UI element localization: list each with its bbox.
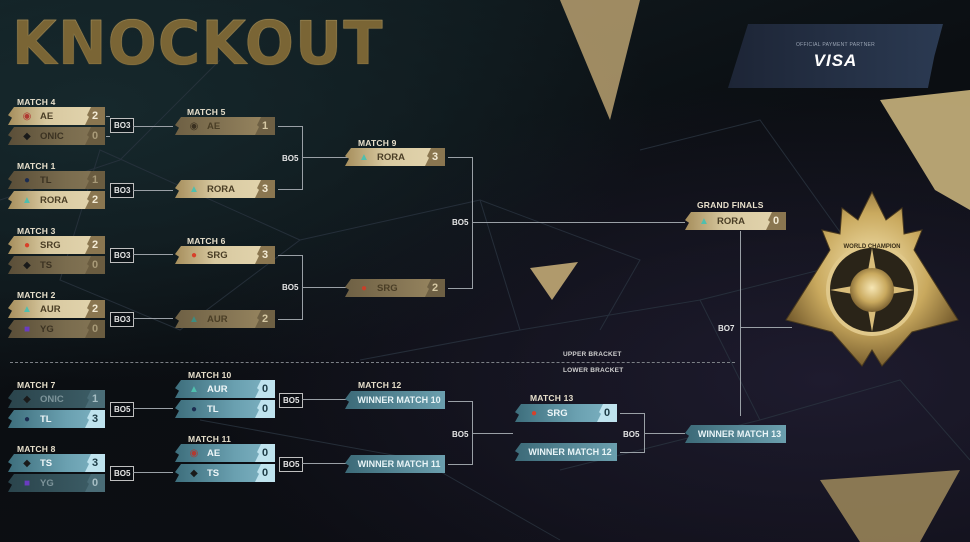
team-slot[interactable]: ◉ AE 2 xyxy=(8,107,105,125)
team-slot[interactable]: ◆ TS 0 xyxy=(175,464,275,482)
team-slot[interactable]: ▲ AUR 2 xyxy=(175,310,275,328)
team-logo-icon: ● xyxy=(190,249,198,261)
team-slot[interactable]: ◆ ONIC 0 xyxy=(8,127,105,145)
match-label: MATCH 4 xyxy=(17,97,56,107)
team-logo-icon: ● xyxy=(23,413,31,425)
team-logo-icon: ◆ xyxy=(23,130,31,142)
series-format-label: BO5 xyxy=(452,430,469,439)
team-slot-tbd[interactable]: WINNER MATCH 12 xyxy=(515,443,617,461)
team-logo-icon: ◆ xyxy=(23,259,31,271)
series-format-label: BO3 xyxy=(110,118,135,133)
page-title: KNOCKOUT xyxy=(12,7,384,79)
team-slot[interactable]: ● SRG 3 xyxy=(175,246,275,264)
team-slot[interactable]: ◆ TS 0 xyxy=(8,256,105,274)
series-format-label: BO3 xyxy=(110,312,135,327)
team-slot-tbd[interactable]: WINNER MATCH 10 xyxy=(345,391,445,409)
team-logo-icon: ▲ xyxy=(699,215,709,227)
team-logo-icon: ● xyxy=(190,403,198,415)
team-logo-icon: ◆ xyxy=(23,393,31,405)
team-logo-icon: ◉ xyxy=(189,120,199,132)
team-logo-icon: ● xyxy=(530,407,538,419)
match-label: MATCH 10 xyxy=(188,370,232,380)
team-slot[interactable]: ● SRG 2 xyxy=(345,279,445,297)
team-logo-icon: ▲ xyxy=(22,194,32,206)
series-format-label: BO5 xyxy=(110,402,135,417)
series-format-label: BO5 xyxy=(623,430,640,439)
match-label: MATCH 11 xyxy=(188,434,232,444)
team-logo-icon: ◉ xyxy=(189,447,199,459)
svg-text:WORLD CHAMPION: WORLD CHAMPION xyxy=(844,244,901,250)
match-label: MATCH 7 xyxy=(17,380,56,390)
team-logo-icon: ▲ xyxy=(189,383,199,395)
team-logo-icon: ▲ xyxy=(189,183,199,195)
match-label: MATCH 1 xyxy=(17,161,56,171)
team-slot[interactable]: ▲ RORA 2 xyxy=(8,191,105,209)
series-format-label: BO5 xyxy=(279,457,304,472)
trophy-icon: WORLD CHAMPION xyxy=(785,190,959,367)
series-format-label: BO5 xyxy=(279,393,304,408)
match-label: MATCH 12 xyxy=(358,380,402,390)
team-slot[interactable]: ● SRG 2 xyxy=(8,236,105,254)
team-slot[interactable]: ● TL 1 xyxy=(8,171,105,189)
team-slot[interactable]: ▲ AUR 2 xyxy=(8,300,105,318)
match-label: MATCH 13 xyxy=(530,393,574,403)
team-slot[interactable]: ▲ RORA 0 xyxy=(685,212,786,230)
team-logo-icon: ▲ xyxy=(189,313,199,325)
team-logo-icon: ▲ xyxy=(22,303,32,315)
team-logo-icon: ● xyxy=(360,282,368,294)
team-slot[interactable]: ● SRG 0 xyxy=(515,404,617,422)
team-slot[interactable]: ● TL 3 xyxy=(8,410,105,428)
match-label: GRAND FINALS xyxy=(697,200,764,210)
sponsor-logo: VISA xyxy=(813,50,858,70)
match-label: MATCH 5 xyxy=(187,107,226,117)
team-slot[interactable]: ◆ TS 3 xyxy=(8,454,105,472)
team-slot[interactable]: ◉ AE 1 xyxy=(175,117,275,135)
series-format-label: BO3 xyxy=(110,248,135,263)
team-slot[interactable]: ■ YG 0 xyxy=(8,320,105,338)
team-logo-icon: ▲ xyxy=(359,151,369,163)
match-label: MATCH 8 xyxy=(17,444,56,454)
series-format-label: BO3 xyxy=(110,183,135,198)
series-format-label: BO5 xyxy=(282,283,299,292)
upper-bracket-label: UPPER BRACKET xyxy=(563,351,622,358)
series-format-label: BO7 xyxy=(718,324,735,333)
team-slot[interactable]: ▲ AUR 0 xyxy=(175,380,275,398)
series-format-label: BO5 xyxy=(282,154,299,163)
team-slot-tbd[interactable]: WINNER MATCH 13 xyxy=(685,425,786,443)
match-label: MATCH 9 xyxy=(358,138,397,148)
match-label: MATCH 6 xyxy=(187,236,226,246)
team-slot[interactable]: ● TL 0 xyxy=(175,400,275,418)
series-format-label: BO5 xyxy=(452,218,469,227)
match-label: MATCH 3 xyxy=(17,226,56,236)
team-logo-icon: ■ xyxy=(23,323,31,335)
sponsor-subtitle: OFFICIAL PAYMENT PARTNER xyxy=(795,41,876,48)
team-logo-icon: ■ xyxy=(23,477,31,489)
lower-bracket-label: LOWER BRACKET xyxy=(563,367,624,374)
sponsor-banner[interactable]: OFFICIAL PAYMENT PARTNER VISA xyxy=(728,24,943,88)
team-slot[interactable]: ◆ ONIC 1 xyxy=(8,390,105,408)
bracket-divider xyxy=(10,362,735,363)
team-logo-icon: ◆ xyxy=(190,467,198,479)
team-slot[interactable]: ◉ AE 0 xyxy=(175,444,275,462)
team-slot[interactable]: ■ YG 0 xyxy=(8,474,105,492)
team-slot[interactable]: ▲ RORA 3 xyxy=(175,180,275,198)
team-logo-icon: ◆ xyxy=(23,457,31,469)
team-logo-icon: ● xyxy=(23,174,31,186)
team-slot-tbd[interactable]: WINNER MATCH 11 xyxy=(345,455,445,473)
team-logo-icon: ● xyxy=(23,239,31,251)
series-format-label: BO5 xyxy=(110,466,135,481)
team-slot[interactable]: ▲ RORA 3 xyxy=(345,148,445,166)
match-label: MATCH 2 xyxy=(17,290,56,300)
team-logo-icon: ◉ xyxy=(22,110,32,122)
